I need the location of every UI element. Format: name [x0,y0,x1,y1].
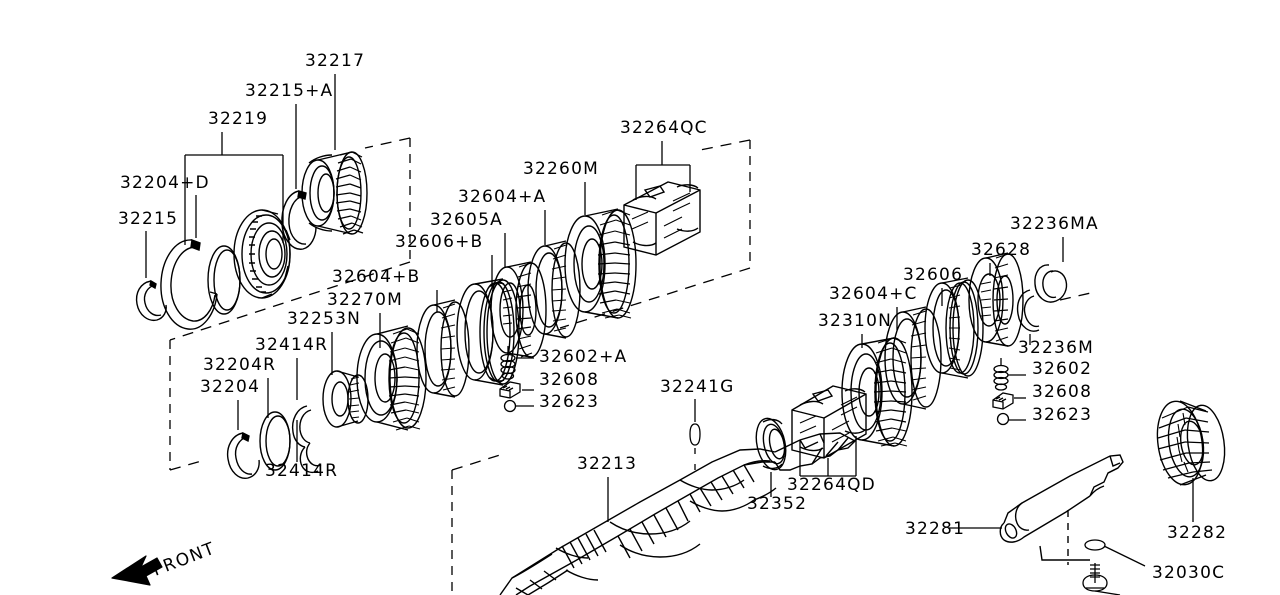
part-label-32264QD: 32264QD [787,475,876,495]
part-label-32414R-top: 32414R [255,335,329,355]
part-32264QD-needle-bearing [791,385,867,459]
front-arrow-icon [111,555,163,586]
part-32281-reverse-idler-shaft [999,454,1124,565]
part-label-32281: 32281 [905,519,966,539]
part-label-32260M: 32260M [523,159,599,179]
part-label-32604C: 32604+C [829,284,918,304]
part-label-32606B: 32606+B [395,232,484,252]
part-32606B-synchro-sleeve [456,278,520,386]
part-32623-steel-ball [503,399,517,413]
part-32310N-3rd-gear [841,337,913,447]
part-32204R-snap-ring [259,411,291,471]
part-32270M-1st-gear [356,325,427,431]
part-32264QC-needle-bearing [623,181,701,256]
part-32608-shifting-insert [499,381,521,399]
part-32215-snap-ring [135,279,167,322]
part-32219-ball-bearing [207,209,291,315]
part-32623-steel-ball-right [996,412,1010,426]
part-label-32253N: 32253N [287,309,361,329]
part-32602A-synchro-spring [500,346,516,380]
part-32606-synchro-sleeve [924,277,984,379]
part-label-32414R-bottom: 32414R [265,461,339,481]
part-label-32219: 32219 [208,109,269,129]
part-32604C-synchro-ring [884,306,942,410]
group-boundary-diagonals [169,137,1096,471]
part-32282-reverse-idler-gear [1156,400,1226,486]
part-label-32204R: 32204R [203,355,277,375]
part-32260M-2nd-gear [564,208,637,319]
part-32030C-bolt [1082,563,1108,592]
part-32253N-thrust-washer [322,370,369,428]
part-label-32628: 32628 [971,240,1032,260]
part-32604B-synchro-ring [416,299,470,398]
part-label-32270M: 32270M [327,290,403,310]
part-32352-oil-seal [755,417,787,471]
part-label-32236MA: 32236MA [1010,214,1099,234]
part-32213-input-shaft [499,432,857,595]
part-32236MA-spiral-snap-ring [1034,264,1068,303]
part-label-32623: 32623 [539,392,600,412]
part-32602-synchro-spring [993,358,1009,391]
part-label-32602: 32602 [1032,359,1093,379]
part-label-32204: 32204 [200,377,261,397]
part-32604A-synchro-ring [527,240,581,339]
part-label-32606: 32606 [903,265,964,285]
part-label-32215: 32215 [118,209,179,229]
part-label-32604B: 32604+B [332,267,421,287]
part-32241G-pin [689,423,701,474]
part-32414R-bearing-halves [291,405,322,474]
part-label-32605A: 32605A [430,210,503,230]
part-32215A-snap-ring [281,190,317,250]
part-label-32030C: 32030C [1152,563,1226,583]
part-label-32241G: 32241G [660,377,735,397]
part-label-32204D: 32204+D [120,173,210,193]
part-label-32264QC: 32264QC [620,118,708,138]
part-label-32608: 32608 [539,370,600,390]
part-label-32215A: 32215+A [245,81,334,101]
part-label-32213: 32213 [577,454,638,474]
part-32608-shifting-insert-right [992,392,1014,410]
leader-lines [145,74,1194,595]
part-label-32604A: 32604+A [458,187,547,207]
part-32204-snap-ring [226,431,260,479]
part-32236M-spiral-snap-ring [1016,289,1040,332]
group-boundary-lines [169,138,751,595]
part-32628-synchro-hub [968,252,1024,347]
part-label-32352: 32352 [747,494,808,514]
part-label-32623-right: 32623 [1032,405,1093,425]
part-label-32602A: 32602+A [539,347,628,367]
part-label-32310N: 32310N [818,311,892,331]
part-label-32608-right: 32608 [1032,382,1093,402]
part-label-32236M: 32236M [1018,338,1094,358]
part-label-32217: 32217 [305,51,366,71]
part-label-32282: 32282 [1167,523,1228,543]
part-32030C-washer [1084,539,1106,551]
part-32217-main-drive-gear [301,151,368,235]
